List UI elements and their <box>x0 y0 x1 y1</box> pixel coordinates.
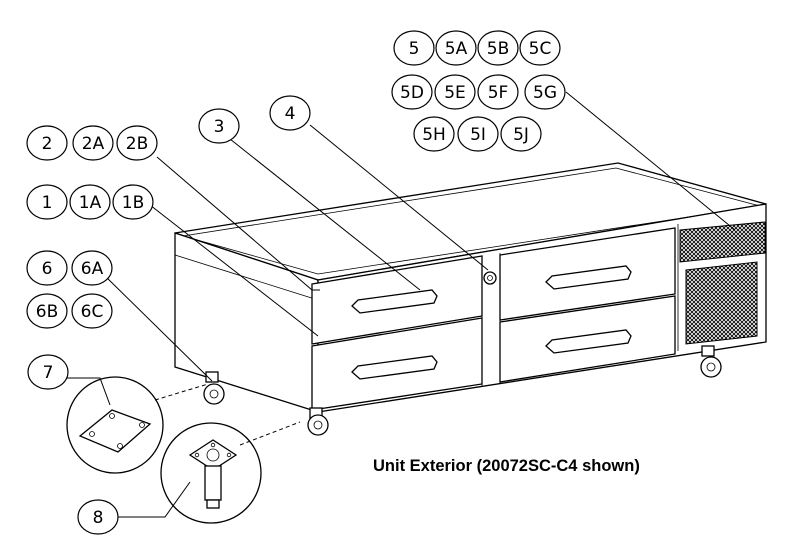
callout-label: 7 <box>43 363 54 383</box>
callout-2: 2 <box>26 125 68 161</box>
callout-5J: 5J <box>500 116 542 152</box>
caster <box>203 371 225 405</box>
drawer-handle <box>545 265 632 290</box>
callout-5E: 5E <box>434 74 476 110</box>
caster-plate-detail <box>66 376 164 474</box>
callout-label: 1 <box>42 193 53 213</box>
callout-label: 5G <box>533 83 557 103</box>
callout-6C: 6C <box>71 293 113 329</box>
diagram-caption: Unit Exterior (20072SC-C4 shown) <box>373 457 640 475</box>
drawer-handle <box>545 329 632 354</box>
callout-5D: 5D <box>391 74 433 110</box>
callout-6: 6 <box>26 250 68 286</box>
callout-label: 5E <box>444 83 466 103</box>
callout-label: 5 <box>409 39 420 59</box>
callout-1: 1 <box>26 184 68 220</box>
chef-base-unit <box>174 162 767 413</box>
callout-5G: 5G <box>524 74 566 110</box>
callout-label: 1B <box>122 193 144 213</box>
callout-2B: 2B <box>116 125 158 161</box>
drawer-handle <box>351 289 438 314</box>
callout-label: 6A <box>81 259 104 279</box>
lower-vent-grille <box>685 261 758 345</box>
callout-label: 6 <box>42 259 53 279</box>
caster <box>307 407 329 436</box>
callout-8: 8 <box>77 499 119 535</box>
callout-5B: 5B <box>477 30 519 66</box>
callout-label: 6C <box>81 302 104 322</box>
callout-6A: 6A <box>71 250 113 286</box>
callout-label: 1A <box>79 193 102 213</box>
callout-5F: 5F <box>477 74 519 110</box>
control-knob <box>483 271 497 285</box>
callout-1B: 1B <box>112 184 154 220</box>
callout-label: 4 <box>285 104 296 124</box>
callout-5I: 5I <box>457 116 499 152</box>
callout-label: 8 <box>93 508 104 528</box>
leg-detail <box>160 422 262 524</box>
drawer-handle <box>351 355 438 380</box>
callout-2A: 2A <box>72 125 114 161</box>
callout-5H: 5H <box>413 116 455 152</box>
callout-label: 5B <box>487 39 509 59</box>
callout-label: 5F <box>488 83 509 103</box>
caster <box>700 345 722 378</box>
callout-label: 2B <box>126 134 148 154</box>
callout-7: 7 <box>27 354 69 390</box>
upper-vent-grille <box>679 221 766 263</box>
callout-4: 4 <box>269 95 311 131</box>
callout-label: 5A <box>445 39 468 59</box>
callout-1A: 1A <box>69 184 111 220</box>
callout-label: 5J <box>513 125 529 145</box>
callout-label: 5C <box>529 39 552 59</box>
callout-5C: 5C <box>519 30 561 66</box>
callout-label: 6B <box>36 302 58 322</box>
callout-5A: 5A <box>435 30 477 66</box>
callout-label: 2 <box>42 134 53 154</box>
callout-label: 5D <box>400 83 424 103</box>
callout-label: 3 <box>214 117 225 137</box>
callout-6B: 6B <box>26 293 68 329</box>
callout-5: 5 <box>393 30 435 66</box>
callout-3: 3 <box>198 108 240 144</box>
callout-label: 2A <box>82 134 105 154</box>
callout-label: 5H <box>422 125 446 145</box>
callout-label: 5I <box>470 125 486 145</box>
